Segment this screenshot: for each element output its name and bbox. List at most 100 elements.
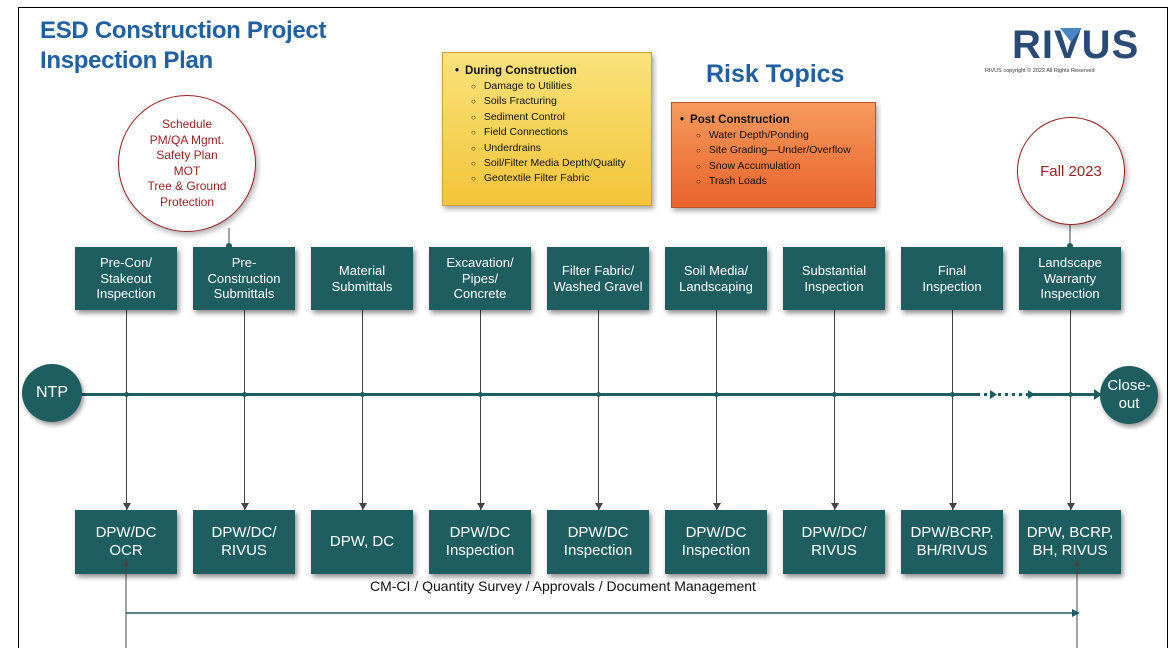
stage-label: Pre- — [231, 255, 257, 271]
responsible-box: DPW/DC/RIVUS — [783, 510, 885, 574]
responsible-label: OCR — [109, 542, 143, 559]
slide-frame — [18, 7, 1168, 648]
up-arrow-icon — [123, 559, 129, 566]
stage-label: Landscaping — [679, 278, 753, 294]
stage-label: Substantial — [801, 263, 867, 278]
stage-label: Inspection — [1040, 286, 1100, 302]
down-arrow-icon — [240, 503, 249, 510]
post-item-label: Site Grading—Under/Overflow — [708, 144, 851, 157]
during-item: ○ Sediment Control — [471, 110, 645, 125]
stage-label: Pipes/ — [461, 270, 499, 286]
precon-checklist-circle: Schedule PM/QA Mgmt. Safety Plan MOT Tre… — [118, 95, 256, 232]
post-construction-list: ○ Water Depth/Ponding ○Site Grading—Under/… — [696, 128, 869, 190]
responsible-label: DPW/DC — [95, 524, 157, 541]
during-item: ○Soil/Filter Media Depth/Quality — [471, 156, 645, 171]
during-item: ○ Geotextile Filter Fabric — [471, 171, 645, 186]
during-construction-list: ○Damage to Utilities○Soils Fracturing○Se… — [471, 79, 645, 187]
precon-item: PM/QA Mgmt. — [149, 132, 225, 147]
ntp-label: NTP — [36, 384, 68, 401]
stage-label: Soil Media/ — [683, 263, 749, 278]
responsible-label: BH/RIVUS — [916, 542, 988, 559]
during-construction-head: • During Construction — [455, 65, 645, 77]
post-item: ○Site Grading—Under/Overflow — [696, 143, 869, 158]
responsible-label: RIVUS — [811, 542, 857, 559]
down-arrow-icon — [594, 503, 603, 510]
precon-item: Tree & Ground — [147, 179, 227, 193]
circle-bullet-icon: ○ — [471, 174, 476, 184]
circle-bullet-icon: ○ — [696, 131, 701, 140]
during-item-label: Damage to Utilities — [483, 80, 572, 92]
stage-connector — [952, 310, 953, 510]
during-item-label: Underdrains — [483, 141, 542, 154]
stage-label: Pre-Con/ — [99, 255, 153, 271]
during-item-label: Soil/Filter Media Depth/Quality — [483, 157, 626, 170]
timeline-arrowhead-icon — [1094, 389, 1102, 400]
stage-label: Material — [338, 263, 386, 278]
responsible-label: Inspection — [445, 542, 515, 559]
during-item: ○Damage to Utilities — [471, 79, 645, 94]
bullet-icon: • — [455, 65, 460, 77]
responsible-label: RIVUS — [221, 542, 267, 559]
timeline-line — [80, 393, 1100, 396]
closeout-label-2: out — [1118, 395, 1140, 412]
down-arrow-icon — [712, 503, 721, 510]
stage-connector — [1070, 310, 1071, 510]
down-arrow-icon — [358, 503, 367, 510]
fall-2023-circle: Fall 2023 — [1017, 117, 1125, 225]
during-item-label: Geotextile Filter Fabric — [483, 172, 590, 185]
up-arrow-icon — [1074, 559, 1080, 566]
circle-bullet-icon: ○ — [471, 143, 476, 153]
circle-bullet-icon: ○ — [471, 128, 476, 138]
stage-connector — [244, 310, 245, 510]
stage-label: Inspection — [922, 278, 982, 294]
during-item: ○ Underdrains — [471, 141, 645, 156]
circle-bullet-icon: ○ — [471, 112, 476, 122]
stage-box: Excavation/Pipes/Concrete — [429, 247, 531, 310]
post-item-label: Water Depth/Ponding — [708, 129, 809, 141]
responsible-label: DPW, DC — [329, 533, 395, 550]
dashed-arrow-icon — [990, 390, 997, 399]
stage-connector — [362, 310, 363, 510]
during-item: ○ Soils Fracturing — [471, 94, 645, 109]
stage-label: Submittals — [331, 278, 393, 294]
stage-connector — [716, 310, 717, 510]
during-item: ○Field Connections — [471, 125, 645, 140]
post-item: ○Snow Accumulation — [696, 159, 869, 174]
post-item: ○ Water Depth/Ponding — [696, 128, 869, 143]
circle-bullet-icon: ○ — [471, 97, 476, 107]
stage-label: Inspection — [96, 286, 156, 302]
down-arrow-icon — [948, 503, 957, 510]
precon-item: Protection — [159, 194, 215, 209]
stage-label: Landscape — [1038, 255, 1102, 271]
stage-connector — [480, 310, 481, 510]
post-item: ○Trash Loads — [696, 174, 869, 189]
bullet-icon: • — [680, 114, 685, 126]
stage-label: Inspection — [804, 278, 864, 294]
precon-item: Schedule — [161, 117, 213, 131]
down-arrow-icon — [830, 503, 839, 510]
responsible-label: Inspection — [681, 542, 751, 559]
during-item-label: Soils Fracturing — [483, 95, 557, 108]
stage-label: Final — [937, 263, 967, 278]
closeout-label-1: Close- — [1107, 377, 1151, 394]
responsible-box: DPW/BCRP,BH/RIVUS — [901, 510, 1003, 574]
post-item-label: Snow Accumulation — [708, 159, 801, 172]
during-item-label: Sediment Control — [483, 110, 565, 123]
responsible-label: Inspection — [563, 542, 633, 559]
responsible-label: DPW/DC — [685, 524, 747, 541]
stage-box: Soil Media/Landscaping — [665, 247, 767, 310]
ntp-node: NTP — [22, 364, 82, 422]
during-construction-label: During Construction — [465, 65, 577, 77]
logo-triangle-icon — [1060, 28, 1082, 42]
stage-label: Washed Gravel — [553, 278, 643, 294]
rivus-logo-mark: RIVUS — [1012, 23, 1138, 67]
during-construction-note: • During Construction ○Damage to Utiliti… — [442, 52, 652, 206]
right-arrow-icon — [1072, 609, 1080, 617]
title-line-2: Inspection Plan — [40, 47, 213, 74]
